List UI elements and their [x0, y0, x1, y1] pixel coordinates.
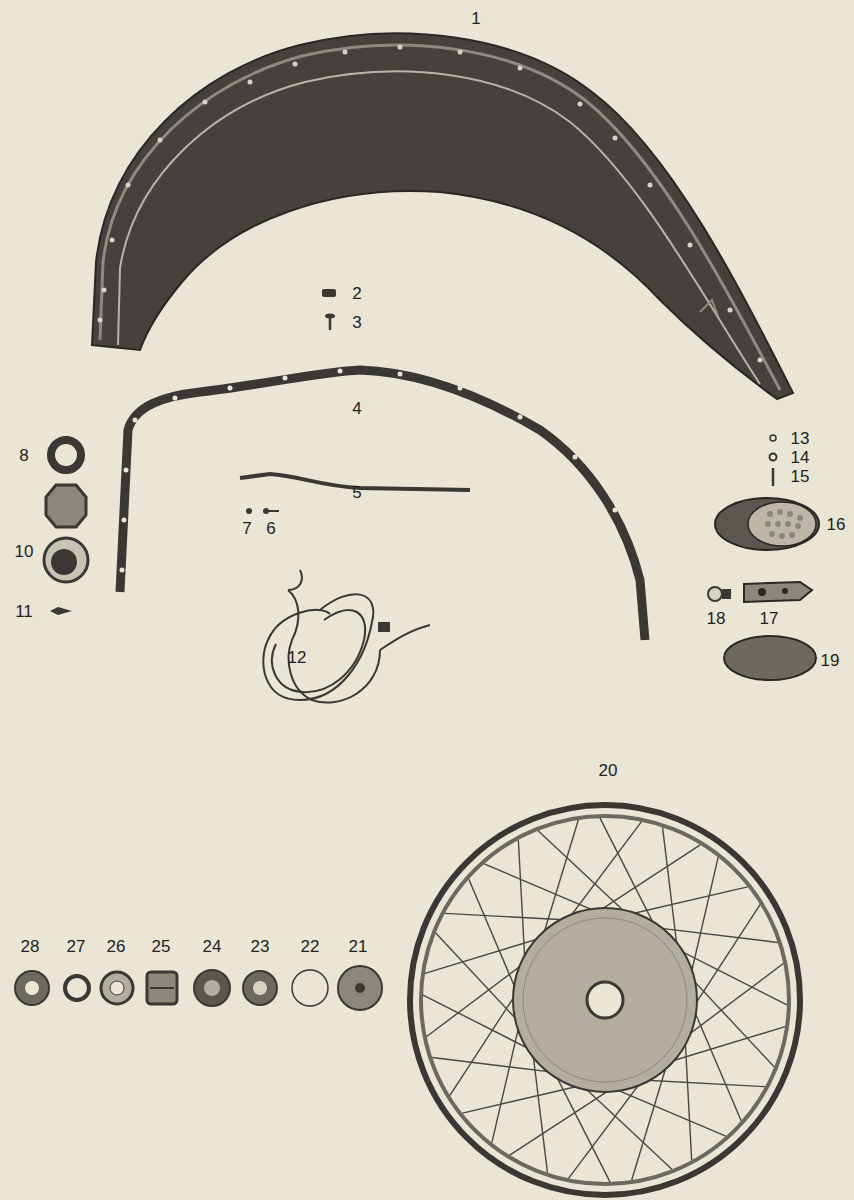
callout-number: 20 — [599, 762, 618, 779]
washer — [51, 440, 81, 470]
callout-number: 16 — [827, 516, 846, 533]
fender — [92, 33, 793, 399]
callout-number: 17 — [760, 610, 779, 627]
callout-number: 19 — [821, 652, 840, 669]
lamp-holder — [744, 582, 812, 602]
connector-plug — [378, 622, 390, 632]
fender-bead — [118, 71, 760, 384]
nut — [246, 508, 252, 514]
callout-number: 26 — [107, 938, 126, 955]
callout-number: 3 — [352, 314, 361, 331]
tail-light — [715, 498, 819, 550]
callout-number: 10 — [15, 543, 34, 560]
hex-nut — [46, 485, 86, 527]
callout-number: 13 — [791, 430, 810, 447]
callout-number: 21 — [349, 938, 368, 955]
callout-number: 11 — [15, 603, 33, 620]
callout-number: 8 — [19, 447, 28, 464]
callout-number: 15 — [791, 468, 810, 485]
clip — [322, 289, 336, 297]
callout-number: 25 — [152, 938, 171, 955]
fender-rim — [100, 45, 780, 390]
lens-cover — [724, 636, 816, 680]
callout-number: 24 — [203, 938, 222, 955]
screw-long — [772, 468, 775, 486]
spring-washer — [770, 454, 777, 461]
callout-number: 5 — [352, 484, 361, 501]
hub-parts — [15, 966, 382, 1010]
callout-number: 23 — [251, 938, 270, 955]
washer-small — [770, 435, 776, 441]
bulb — [708, 587, 731, 601]
pin — [50, 607, 72, 615]
callout-number: 7 — [242, 520, 251, 537]
callout-number: 6 — [266, 520, 275, 537]
fender-rail — [120, 370, 645, 640]
callout-number: 2 — [352, 285, 361, 302]
callout-number: 14 — [791, 449, 810, 466]
callout-number: 1 — [471, 10, 480, 27]
bolt — [263, 508, 279, 514]
screw — [325, 314, 335, 331]
rivets — [98, 45, 763, 363]
wire-harness — [263, 570, 430, 703]
callout-number: 12 — [288, 649, 307, 666]
callout-number: 4 — [352, 400, 361, 417]
callout-number: 28 — [21, 938, 40, 955]
callout-number: 22 — [301, 938, 320, 955]
callout-number: 27 — [67, 938, 86, 955]
wheel — [410, 805, 800, 1195]
callout-number: 18 — [707, 610, 726, 627]
rail-holes — [120, 369, 618, 573]
cap — [44, 538, 88, 582]
fender-body — [92, 33, 793, 399]
fender-slot — [700, 300, 718, 316]
